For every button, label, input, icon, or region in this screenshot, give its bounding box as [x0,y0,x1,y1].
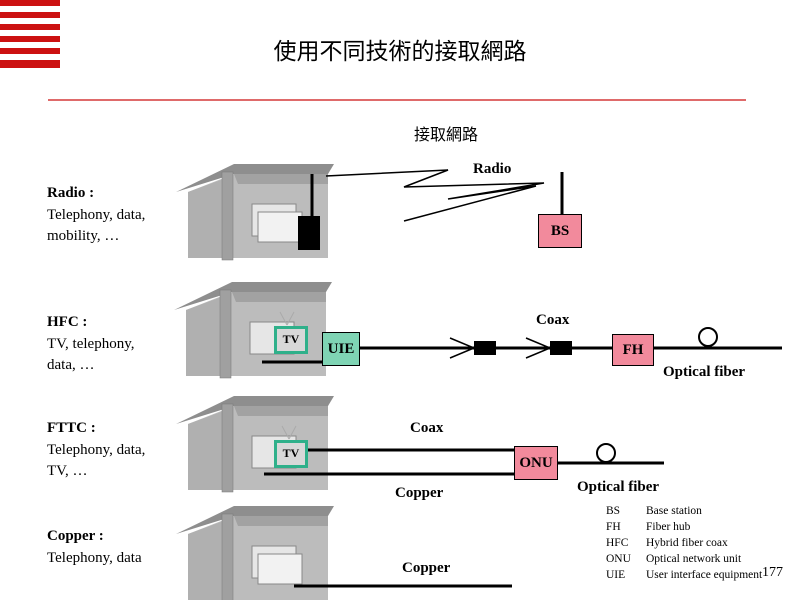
house-fttc [176,396,334,493]
legend-text: Fiber hub [646,521,691,533]
legend-abbr: BS [606,505,621,517]
amplifier-2 [525,337,572,359]
box-fh: FH [612,334,654,366]
row-heading-copper: Copper : [47,528,104,544]
legend-text: User interface equipment [646,569,763,581]
row-line: mobility, … [47,228,120,244]
house-copper [176,506,334,600]
label-optical-hfc: Optical fiber [663,364,746,380]
legend-text: Optical network unit [646,553,742,565]
row-desc-radio: Radio : Telephony, data, mobility, … [47,183,145,248]
legend-item: HFC Hybrid fiber coax [606,535,762,551]
legend-item: FH Fiber hub [606,519,762,535]
legend-text: Hybrid fiber coax [646,537,728,549]
row-line: TV, telephony, [47,335,135,352]
box-bs: BS [538,214,582,248]
row-desc-copper: Copper : Telephony, data [47,526,142,569]
label-copper-fttc: Copper [395,485,444,501]
box-uie: UIE [322,332,360,366]
box-onu: ONU [514,446,558,480]
row-heading-fttc: FTTC : [47,420,96,436]
row-line: Telephony, data [47,549,142,566]
row-line: Telephony, data, [47,441,146,458]
row-line: data, … [47,357,95,373]
legend-abbr: FH [606,521,621,533]
legend: BS Base station FH Fiber hub HFC Hybrid fib… [606,503,762,583]
amplifier-1 [449,337,496,359]
logo-stripes [0,0,60,68]
tv-fttc: TV [274,440,308,468]
label-coax-fttc: Coax [410,420,444,436]
house-radio [176,164,334,261]
legend-abbr: ONU [606,553,631,565]
diagram-subtitle: 接取網路 [413,125,478,144]
row-heading-radio: Radio : [47,185,95,201]
label-copper-row4: Copper [402,560,451,576]
legend-item: BS Base station [606,503,762,519]
radio-link-zigzag [325,169,545,222]
page-number: 177 [762,565,783,580]
row-desc-hfc: HFC : TV, telephony, data, … [47,312,135,377]
fiber-coil-fttc [596,443,616,463]
label-optical-fttc: Optical fiber [577,479,660,495]
tv-hfc: TV [274,326,308,354]
fiber-coil-hfc [698,327,718,347]
legend-text: Base station [646,505,702,517]
row-heading-hfc: HFC : [47,314,88,330]
page-title: 使用不同技術的接取網路 [273,39,527,65]
legend-abbr: UIE [606,569,626,581]
row-line: TV, … [47,463,88,479]
legend-abbr: HFC [606,537,629,549]
label-radio: Radio [473,161,512,177]
legend-item: ONU Optical network unit [606,551,762,567]
row-desc-fttc: FTTC : Telephony, data, TV, … [47,418,145,483]
legend-item: UIE User interface equipment [606,567,762,583]
row-line: Telephony, data, [47,206,146,223]
label-coax-hfc: Coax [536,312,570,328]
house-hfc [174,282,332,379]
